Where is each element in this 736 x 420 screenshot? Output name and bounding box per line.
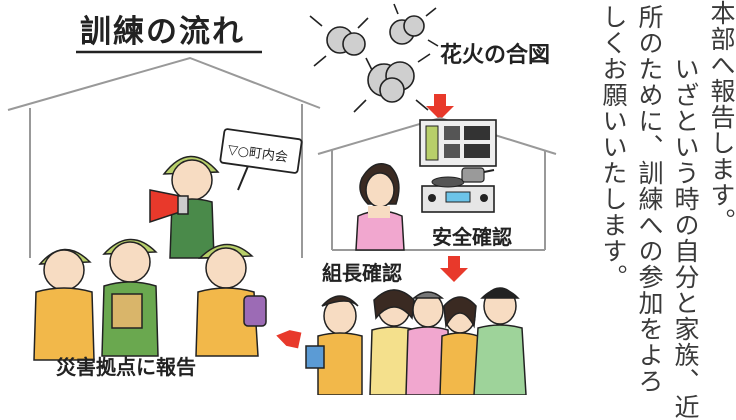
arrow-down-icon	[426, 94, 454, 120]
arrow-left-icon	[276, 330, 302, 349]
gas-stove-icon	[421, 167, 495, 213]
body-text-column-3: 所のために、訓練への参加をよろ	[635, 4, 664, 394]
arrow-down-icon	[440, 256, 468, 282]
page: 訓練の流れ 花火の合図	[7, 0, 736, 420]
safety-check-label: 安全確認	[432, 225, 512, 249]
report-to-disaster-base-label: 災害拠点に報告	[56, 355, 196, 379]
breaker-panel-icon	[419, 119, 497, 167]
body-text-column-2: いざという時の自分と家族、近	[671, 30, 700, 420]
fireworks-icon	[309, 3, 439, 113]
body-text-column-4: しくお願いいたします。	[599, 4, 628, 290]
large-house-outline	[7, 56, 321, 258]
workers-group-figure	[33, 238, 267, 361]
neighborhood-sign: ▽○町内会	[219, 128, 303, 191]
title: 訓練の流れ	[80, 14, 245, 50]
group-members-figure	[305, 287, 527, 395]
group-leader-check-label: 組長確認	[322, 261, 402, 285]
body-text-column-1: 本部へ報告します。	[707, 0, 736, 234]
fireworks-signal-label: 花火の合図	[440, 42, 550, 68]
woman-figure	[355, 163, 405, 251]
leader-figure	[149, 155, 220, 259]
training-flow-illustration: 訓練の流れ 花火の合図	[7, 3, 557, 395]
